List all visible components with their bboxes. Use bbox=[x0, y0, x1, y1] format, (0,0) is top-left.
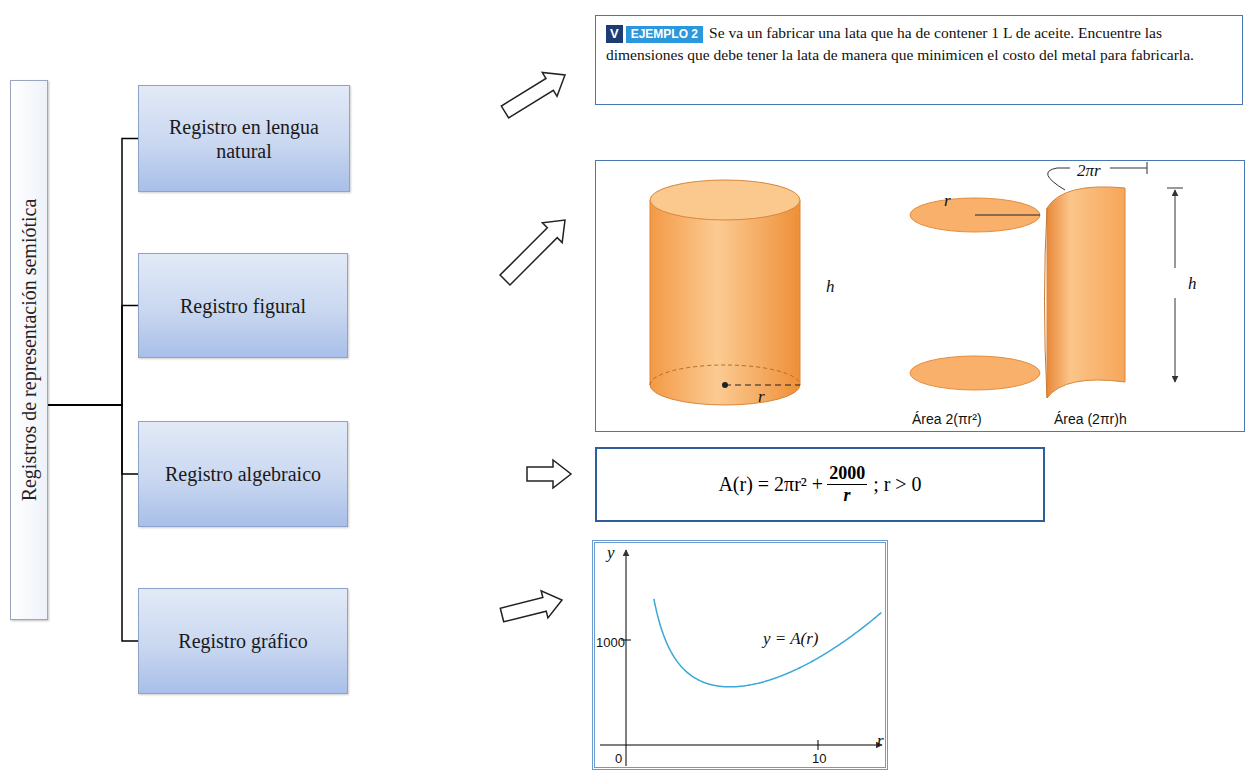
example-box: VEJEMPLO 2Se va un fabricar una lata que… bbox=[595, 15, 1243, 105]
block-arrow bbox=[501, 73, 565, 118]
register-label: Registro algebraico bbox=[165, 462, 321, 486]
figure-label: 0 bbox=[615, 751, 622, 766]
block-arrow bbox=[500, 591, 562, 622]
register-box: Registro algebraico bbox=[138, 421, 348, 527]
figure-label: y = A(r) bbox=[763, 629, 819, 649]
figure-label: h bbox=[826, 277, 835, 297]
fraction-denominator: r bbox=[844, 485, 851, 506]
can-figure bbox=[650, 162, 1183, 405]
register-box: Registro figural bbox=[138, 253, 348, 358]
figure-label: y bbox=[607, 543, 615, 563]
figure-label: r bbox=[944, 191, 951, 211]
block-arrow bbox=[527, 460, 571, 488]
vertical-title: Registros de representación semiótica bbox=[18, 199, 41, 502]
curve bbox=[654, 599, 882, 687]
figure-label: r bbox=[877, 731, 884, 751]
example-text: EJEMPLO 2 bbox=[626, 26, 703, 43]
bracket-line bbox=[48, 405, 138, 474]
block-arrow bbox=[500, 220, 565, 285]
figure-label: 10 bbox=[812, 751, 826, 766]
example-text: V bbox=[606, 25, 623, 43]
graph-plot bbox=[600, 550, 882, 766]
graph-panel: y 1000 y = A(r) 0 10 r bbox=[592, 540, 888, 770]
bracket-line bbox=[48, 306, 138, 406]
formula-part: A(r) = 2πr² + bbox=[718, 473, 823, 496]
fraction-numerator: 2000 bbox=[827, 463, 867, 485]
register-box: Registro en lengua natural bbox=[138, 85, 350, 192]
figure-label: h bbox=[1188, 274, 1197, 294]
formula-part: ; r > 0 bbox=[873, 473, 922, 496]
bracket-line bbox=[48, 139, 138, 406]
register-label: Registro figural bbox=[180, 294, 306, 318]
figure-panel: h r r 2πr hÁrea 2(πr²) Área (2πr)h bbox=[595, 160, 1245, 432]
figure-label: r bbox=[758, 387, 765, 407]
formula-box: A(r) = 2πr² +2000r ; r > 0 bbox=[595, 447, 1045, 522]
bracket-line bbox=[48, 405, 138, 641]
register-label: Registro gráfico bbox=[178, 629, 307, 653]
figure-label: 1000 bbox=[596, 635, 625, 650]
figure-label: 2πr bbox=[1074, 161, 1104, 181]
figure-label: Área (2πr)h bbox=[1054, 411, 1127, 427]
register-box: Registro gráfico bbox=[138, 588, 348, 694]
root-box: Registros de representación semiótica bbox=[10, 80, 48, 620]
register-label: Registro en lengua natural bbox=[151, 115, 337, 163]
figure-label: Área 2(πr²) bbox=[912, 411, 982, 427]
